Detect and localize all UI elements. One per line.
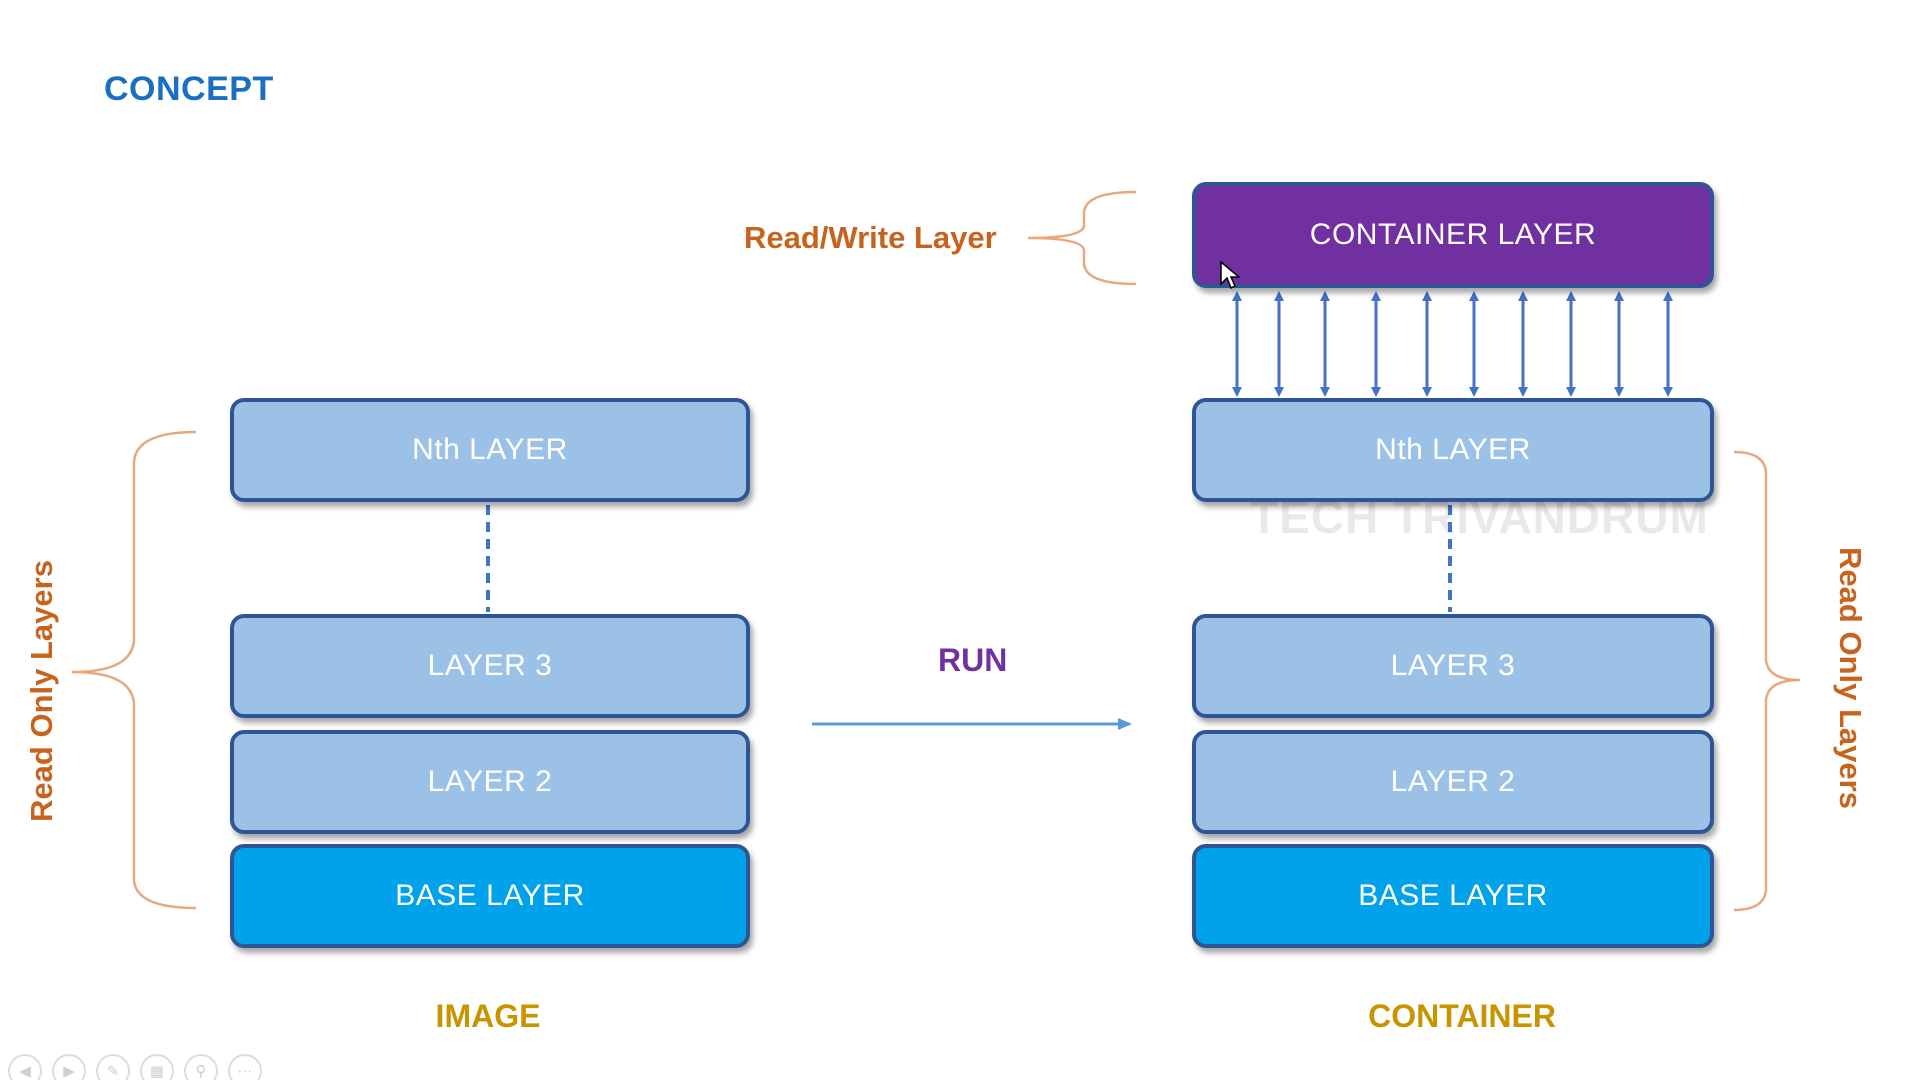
image-read-only-label: Read Only Layers bbox=[24, 560, 59, 822]
container-base-layer-label: BASE LAYER bbox=[1358, 879, 1548, 912]
image-layer-3-label: LAYER 3 bbox=[427, 649, 553, 682]
bidirectional-arrows bbox=[1232, 291, 1673, 397]
previous-icon[interactable]: ◀ bbox=[8, 1054, 42, 1080]
image-read-only-brace bbox=[71, 430, 197, 910]
image-layer-3: LAYER 3 bbox=[230, 614, 750, 718]
next-icon[interactable]: ▶ bbox=[52, 1054, 86, 1080]
pen-icon[interactable]: ✎ bbox=[96, 1054, 130, 1080]
container-layer-label: CONTAINER LAYER bbox=[1309, 218, 1597, 251]
container-layer-2: LAYER 2 bbox=[1192, 730, 1714, 834]
run-label: RUN bbox=[938, 642, 1008, 678]
container-layer: CONTAINER LAYER bbox=[1192, 182, 1714, 288]
read-write-brace bbox=[1027, 190, 1137, 286]
container-read-only-brace bbox=[1733, 450, 1801, 912]
read-write-label: Read/Write Layer bbox=[744, 220, 997, 255]
container-layer-3-label: LAYER 3 bbox=[1390, 649, 1516, 682]
slides-icon[interactable]: ▦ bbox=[140, 1054, 174, 1080]
player-controls: ◀ ▶ ✎ ▦ ⚲ ⋯ bbox=[8, 1054, 262, 1080]
image-base-layer-label: BASE LAYER bbox=[395, 879, 585, 912]
container-caption: CONTAINER bbox=[1368, 998, 1556, 1034]
more-icon[interactable]: ⋯ bbox=[228, 1054, 262, 1080]
container-base-layer: BASE LAYER bbox=[1192, 844, 1714, 948]
slide-title: CONCEPT bbox=[104, 70, 274, 108]
container-layer-2-label: LAYER 2 bbox=[1390, 765, 1516, 798]
container-nth-layer: Nth LAYER bbox=[1192, 398, 1714, 502]
image-base-layer: BASE LAYER bbox=[230, 844, 750, 948]
image-nth-layer: Nth LAYER bbox=[230, 398, 750, 502]
zoom-icon[interactable]: ⚲ bbox=[184, 1054, 218, 1080]
mouse-cursor-icon bbox=[1220, 260, 1241, 290]
container-layer-3: LAYER 3 bbox=[1192, 614, 1714, 718]
container-read-only-label: Read Only Layers bbox=[1833, 547, 1868, 809]
image-layer-2-label: LAYER 2 bbox=[427, 765, 553, 798]
container-nth-layer-label: Nth LAYER bbox=[1375, 433, 1531, 466]
image-caption: IMAGE bbox=[435, 998, 541, 1034]
image-layer-2: LAYER 2 bbox=[230, 730, 750, 834]
image-nth-layer-label: Nth LAYER bbox=[412, 433, 568, 466]
